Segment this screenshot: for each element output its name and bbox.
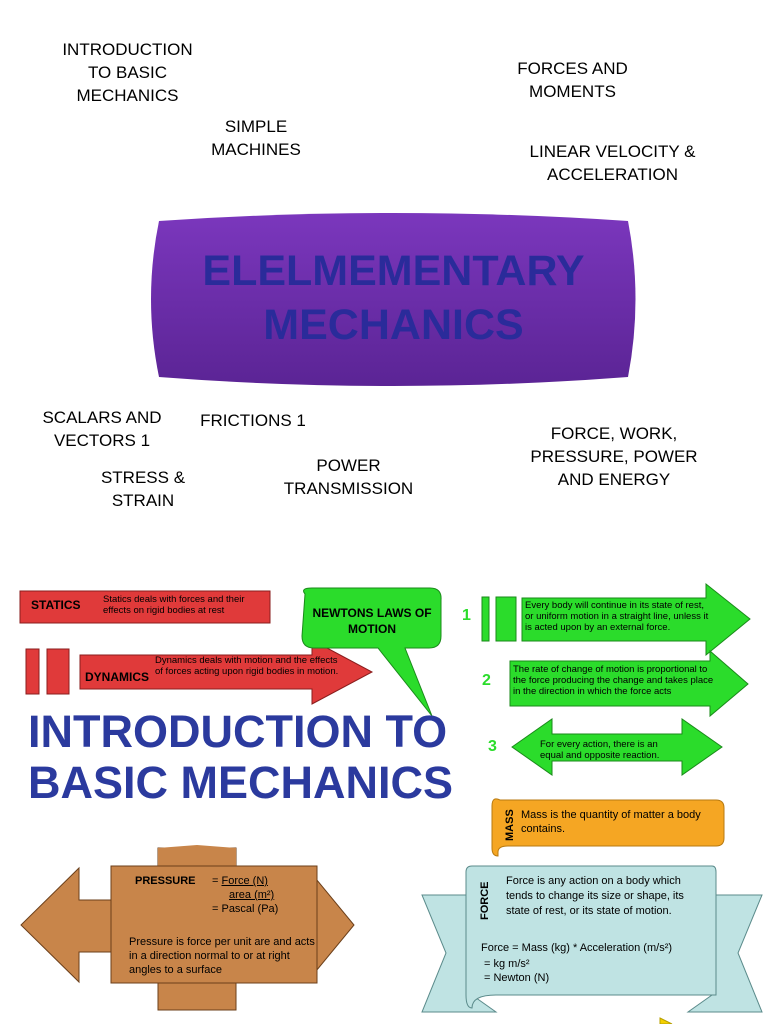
mass-label: MASS bbox=[504, 809, 516, 841]
law2-text: The rate of change of motion is proporti… bbox=[513, 664, 714, 697]
hub-title[interactable]: ELELMEMENTARY MECHANICS bbox=[202, 247, 585, 349]
topic-scalars-vectors[interactable]: SCALARS AND VECTORS 1 bbox=[42, 408, 162, 450]
main-title: INTRODUCTION TO BASIC MECHANICS bbox=[28, 706, 454, 808]
dynamics-text: Dynamics deals with motion and the effec… bbox=[155, 655, 339, 677]
topic-linear-velocity[interactable]: LINEAR VELOCITY & ACCELERATION bbox=[529, 142, 696, 184]
mass-text: Mass is the quantity of matter a body co… bbox=[521, 809, 701, 835]
law2-number: 2 bbox=[482, 672, 491, 689]
hub-shape bbox=[151, 213, 636, 386]
force-text: Force is any action on a body which tend… bbox=[506, 875, 684, 917]
topic-force-work-pressure[interactable]: FORCE, WORK, PRESSURE, POWER AND ENERGY bbox=[530, 424, 698, 489]
law1-arrow bbox=[521, 582, 751, 657]
law1-bar-2 bbox=[495, 596, 517, 642]
topic-forces-moments[interactable]: FORCES AND MOMENTS bbox=[517, 59, 628, 101]
pressure-text: Pressure is force per unit are and acts … bbox=[129, 936, 315, 976]
topic-intro-basic-mechanics[interactable]: INTRODUCTION TO BASIC MECHANICS bbox=[62, 40, 193, 105]
law2-arrow bbox=[509, 649, 749, 718]
pressure-eq1: = bbox=[212, 875, 222, 887]
pressure-label: PRESSURE bbox=[135, 875, 196, 887]
pressure-arrow-top bbox=[158, 845, 236, 866]
dynamics-bar-1 bbox=[25, 648, 40, 695]
force-formula-2: = kg m/s² bbox=[484, 958, 530, 970]
law3-double-arrow bbox=[511, 718, 723, 776]
law3-text: For every action, there is an equal and … bbox=[540, 739, 660, 761]
pressure-denominator: area (m²) bbox=[229, 889, 275, 901]
force-formula-3: = Newton (N) bbox=[484, 972, 550, 984]
force-scroll bbox=[465, 865, 717, 1009]
law3-number: 3 bbox=[488, 738, 497, 755]
statics-text: Statics deals with forces and their effe… bbox=[103, 594, 245, 616]
yellow-pointer-shape bbox=[659, 1017, 673, 1024]
pressure-numerator: Force (N) bbox=[221, 875, 268, 887]
topic-frictions[interactable]: FRICTIONS 1 bbox=[200, 411, 306, 430]
dynamics-arrow bbox=[79, 639, 374, 705]
law1-text: Every body will continue in its state of… bbox=[525, 600, 709, 633]
newton-bubble bbox=[301, 587, 442, 717]
dynamics-label: DYNAMICS bbox=[85, 670, 150, 684]
topic-stress-strain[interactable]: STRESS & STRAIN bbox=[100, 468, 186, 510]
force-label: FORCE bbox=[479, 881, 491, 921]
pressure-formula: = Force (N) bbox=[212, 875, 268, 888]
dynamics-bar-2 bbox=[46, 648, 70, 695]
statics-box bbox=[19, 590, 271, 624]
law1-bar-1 bbox=[481, 596, 490, 642]
topic-power-transmission[interactable]: POWER TRANSMISSION bbox=[283, 456, 414, 498]
mass-scroll bbox=[491, 798, 725, 857]
pressure-box bbox=[110, 865, 318, 984]
topic-simple-machines[interactable]: SIMPLE MACHINES bbox=[211, 117, 301, 159]
pressure-pascal: = Pascal (Pa) bbox=[212, 903, 279, 915]
law1-number: 1 bbox=[462, 607, 471, 624]
force-formula-1: Force = Mass (kg) * Acceleration (m/s²) bbox=[481, 942, 673, 954]
newton-bubble-text: NEWTONS LAWS OF MOTION bbox=[312, 606, 432, 636]
statics-label: STATICS bbox=[31, 598, 81, 612]
